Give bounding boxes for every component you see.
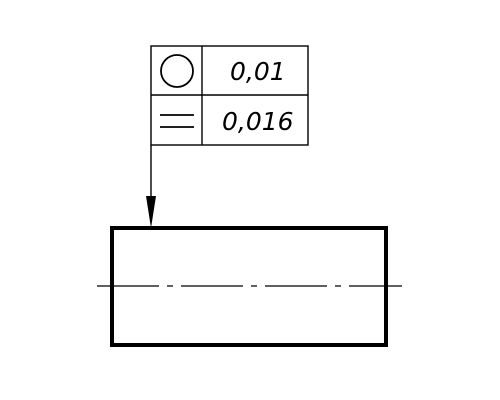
flatness-icon <box>160 114 194 128</box>
circularity-tolerance-value: 0,01 <box>230 57 286 86</box>
circularity-icon <box>160 54 194 88</box>
flatness-tolerance-value: 0,016 <box>222 107 294 136</box>
tolerance-row-flatness: 0,016 <box>160 107 294 136</box>
leader-arrow <box>146 145 156 228</box>
tolerance-frame: 0,01 0,016 <box>150 45 309 146</box>
arrowhead-icon <box>146 196 156 228</box>
tolerance-row-circularity: 0,01 <box>160 54 286 88</box>
